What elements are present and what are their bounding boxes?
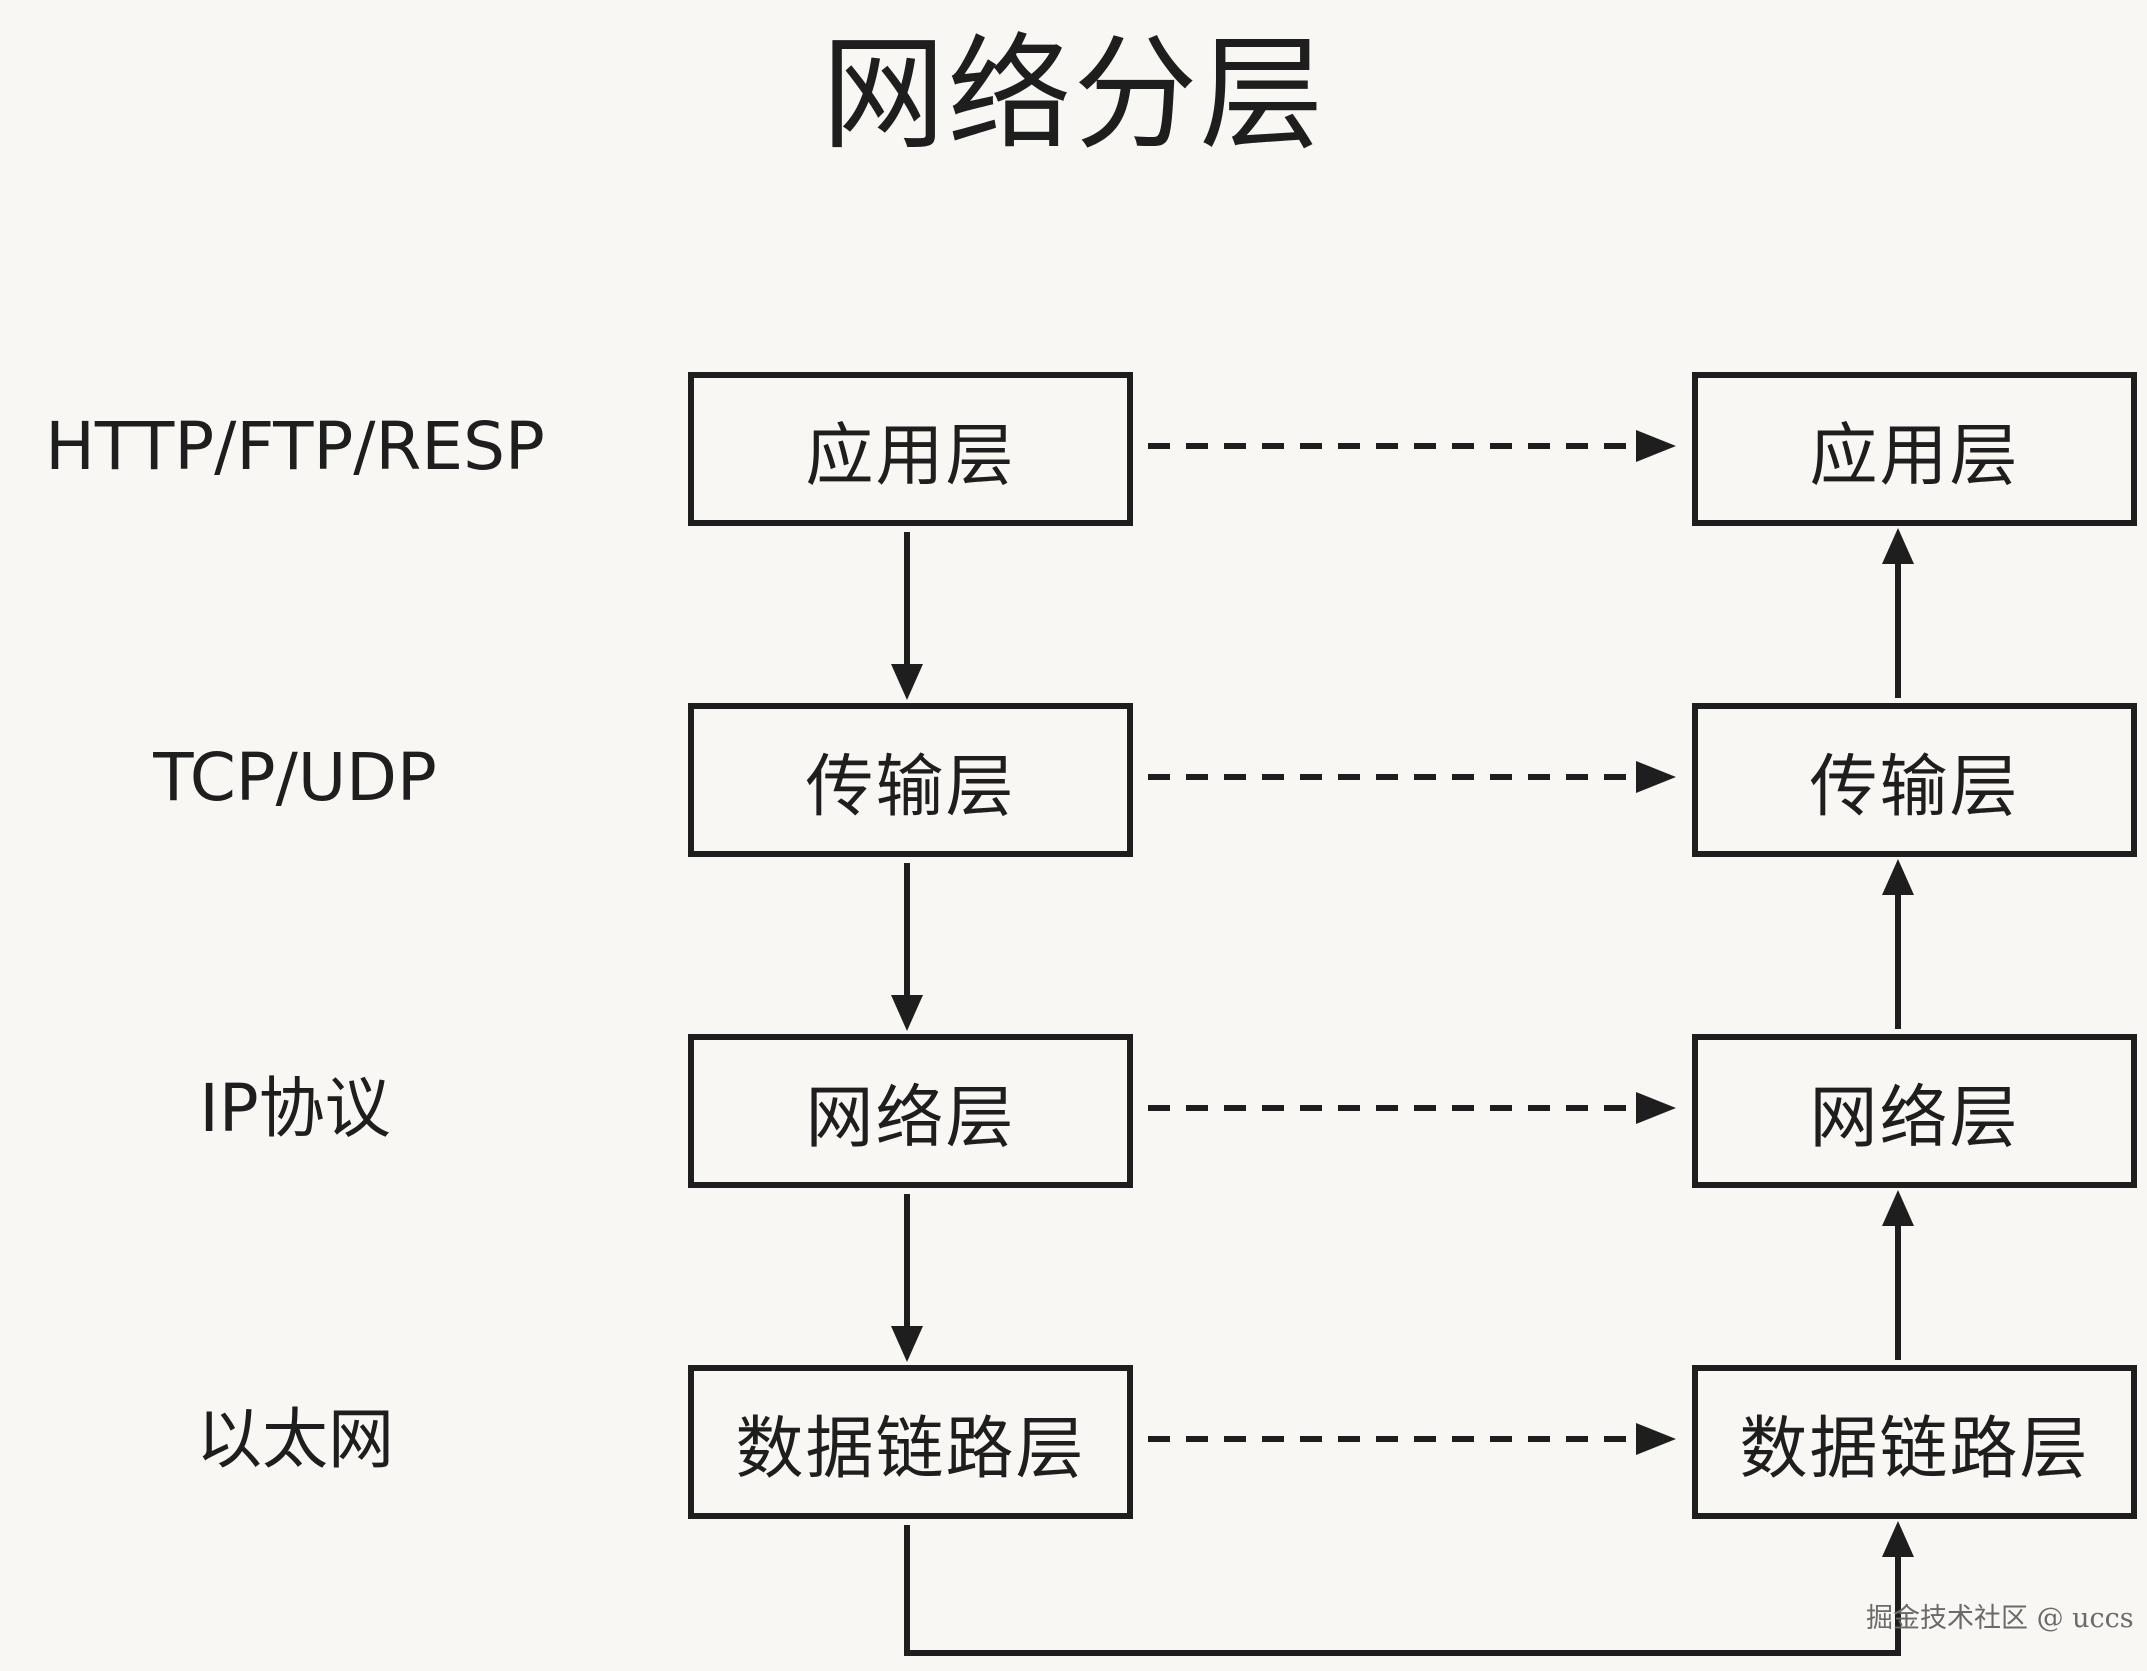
protocol-label-network: IP协议 xyxy=(199,1070,391,1147)
up-arrowhead-2 xyxy=(1882,859,1914,895)
receiver-transport-layer-box: 传输层 xyxy=(1692,703,2137,857)
sender-network-layer-box: 网络层 xyxy=(688,1034,1133,1188)
peer-arrowhead-application xyxy=(1636,430,1676,462)
receiver-application-layer-box: 应用层 xyxy=(1692,372,2137,526)
protocol-label-datalink: 以太网 xyxy=(196,1401,394,1478)
down-arrowhead-1 xyxy=(891,664,923,700)
receiver-network-layer-box: 网络层 xyxy=(1692,1034,2137,1188)
up-arrowhead-4 xyxy=(1882,1521,1914,1557)
protocol-label-application: HTTP/FTP/RESP xyxy=(45,408,545,485)
sender-transport-layer-box: 传输层 xyxy=(688,703,1133,857)
up-arrowhead-3 xyxy=(1882,1190,1914,1226)
receiver-datalink-layer-box: 数据链路层 xyxy=(1692,1365,2137,1519)
peer-arrowhead-datalink xyxy=(1636,1423,1676,1455)
diagram-title: 网络分层 xyxy=(821,23,1326,167)
sender-datalink-layer-box: 数据链路层 xyxy=(688,1365,1133,1519)
peer-arrowhead-transport xyxy=(1636,761,1676,793)
protocol-label-transport: TCP/UDP xyxy=(153,739,437,816)
peer-arrowhead-network xyxy=(1636,1092,1676,1124)
watermark: 掘金技术社区 @ uccs xyxy=(1866,1603,2134,1634)
down-arrowhead-2 xyxy=(891,995,923,1031)
sender-application-layer-box: 应用层 xyxy=(688,372,1133,526)
physical-link-path xyxy=(904,1525,1901,1656)
down-arrowhead-3 xyxy=(891,1326,923,1362)
up-arrowhead-1 xyxy=(1882,528,1914,564)
